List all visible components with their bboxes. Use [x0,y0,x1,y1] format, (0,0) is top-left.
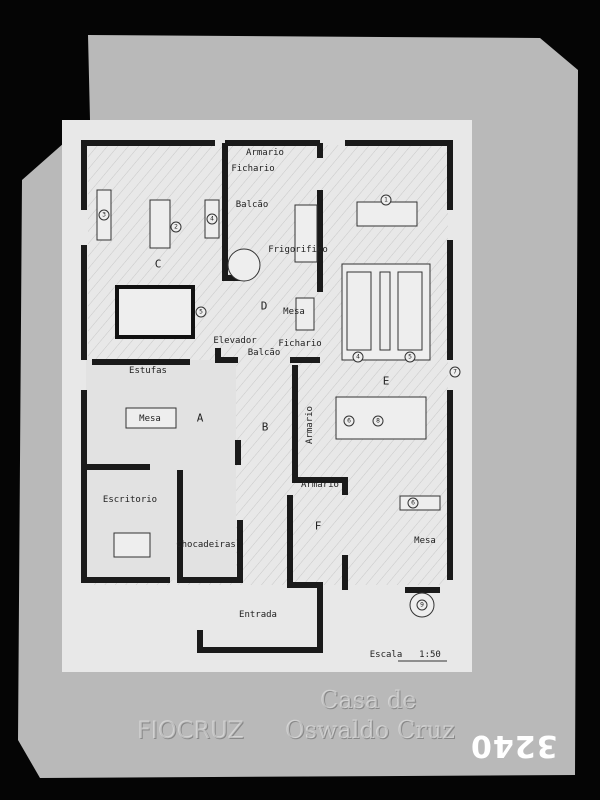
label-escala: Escala [369,650,403,660]
table-1 [356,201,418,227]
label-escritorio: Escritorio [102,495,158,505]
label-estufas: Estufas [129,366,167,376]
bench-6 [399,495,441,511]
room-c: C [154,257,162,271]
room-d: D [260,299,268,313]
marker: 4 [206,213,218,225]
watermark-line1: Casa de [320,686,417,714]
furniture [96,189,441,618]
negative-number: 3240 [470,728,558,763]
room-b: B [261,420,269,434]
marker: 2 [170,221,182,233]
label-entrada: Entrada [239,610,277,620]
marker: 6 [407,497,419,509]
marker: 3 [98,209,110,221]
label-escala-value: 1:50 [419,650,441,660]
label-balcao-mid: Balcão [247,348,281,358]
marker: 5 [195,306,207,318]
label-mesa-d: Mesa [283,307,305,317]
room-f: F [314,519,322,533]
label-fichario-top: Fichario [231,164,275,174]
label-chocadeiras: Chocadeiras [176,540,236,550]
watermark-brand: FIOCRUZ [137,716,244,744]
marker: 6 [343,415,355,427]
cage-rack [115,285,195,339]
label-mesa-a: Mesa [139,414,161,424]
label-armario-f: Armario [301,480,339,490]
marker: 1 [380,194,392,206]
marker: 5 [404,351,416,363]
label-armario-vertical: Armario [305,406,315,444]
spiral-stair [227,248,261,282]
escritorio-desk [113,532,151,558]
label-armario-top: Armario [246,148,284,158]
mesa-d-table [295,297,315,331]
refrigerator [294,204,318,263]
marker: 4 [352,351,364,363]
mesa-a-table [125,407,177,429]
table-2 [149,199,171,249]
watermark-line2: Oswaldo Cruz [285,716,455,744]
label-elevador: Elevador [213,336,257,346]
room-e: E [382,374,390,388]
room-a: A [196,411,204,425]
label-balcao-top: Balcão [235,200,269,210]
label-frigorifico: Frigorifico [268,245,328,255]
label-fichario-mid: Fichario [278,339,322,349]
marker: 8 [372,415,384,427]
label-mesa-e: Mesa [414,536,436,546]
marker: 9 [416,599,428,611]
marker: 7 [449,366,461,378]
walls [81,140,453,653]
